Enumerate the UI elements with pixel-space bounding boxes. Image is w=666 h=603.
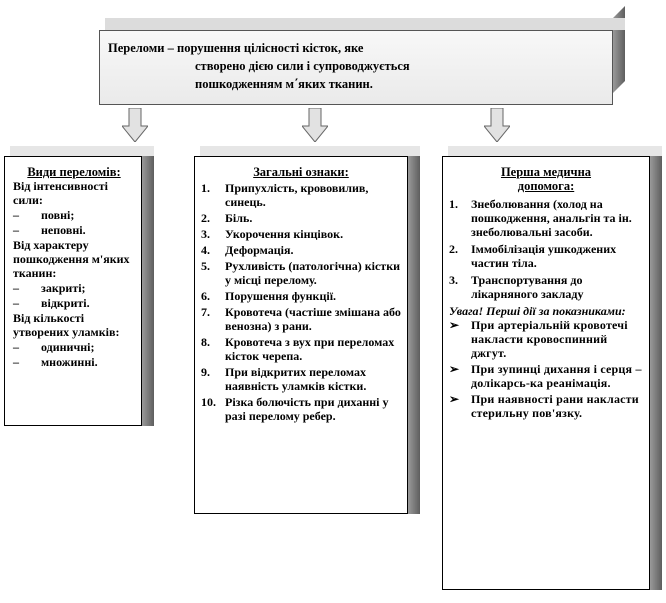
first-aid-text: Знеболювання (холод на пошкодження, анал…	[471, 197, 632, 239]
fracture-type-text: одиничні;	[41, 340, 95, 354]
first-aid-bullet-text: При наявності рани накласти стерильну по…	[471, 392, 639, 420]
item-number: 3.	[201, 227, 210, 241]
dash-bullet: –	[13, 340, 19, 354]
dash-bullet: –	[13, 296, 19, 310]
fracture-type-item: Від кількості утворених уламків:	[13, 311, 135, 339]
first-aid-item: 2. Іммобілізація ушкоджених частин тіла.	[449, 242, 643, 270]
general-sign-item: 10. Різка болючість при диханні у разі пе…	[201, 395, 401, 423]
item-number: 2.	[201, 211, 210, 225]
fracture-type-item: – одиничні;	[13, 340, 135, 354]
item-number: 5.	[201, 259, 210, 273]
first-aid-bullet-item: ➢ При зупинці дихання і серця – долікарсь…	[449, 362, 643, 390]
dash-bullet: –	[13, 208, 19, 222]
general-sign-text: Кровотеча з вух при переломах кісток чер…	[225, 335, 395, 363]
item-number: 1.	[201, 181, 210, 195]
general-sign-item: 4. Деформація.	[201, 243, 401, 257]
arrow-bullet-icon: ➢	[449, 392, 460, 406]
fracture-type-text: відкриті.	[41, 296, 90, 310]
middle-box-shadow-side	[408, 146, 420, 514]
arrow-bullet-icon: ➢	[449, 362, 460, 376]
dash-bullet: –	[13, 355, 19, 369]
top-box-shadow-top	[105, 18, 625, 30]
general-sign-text: Різка болючість при диханні у разі перел…	[225, 395, 389, 423]
fracture-types-box: Види переломів: Від інтенсивності сили:–…	[4, 156, 142, 426]
fracture-type-text: повні;	[41, 208, 75, 222]
item-number: 4.	[201, 243, 210, 257]
first-aid-item: 3. Транспортування до лікарняного закладу	[449, 273, 643, 301]
general-sign-item: 5. Рухливість (патологічна) кістки у місц…	[201, 259, 401, 287]
definition-line-1: Переломи – порушення цілісності кісток, …	[108, 39, 363, 57]
fracture-type-item: – відкриті.	[13, 296, 135, 310]
definition-text-1: – порушення цілісності кісток, яке	[164, 41, 364, 55]
fracture-type-text: множинні.	[41, 355, 98, 369]
first-aid-list: 1. Знеболювання (холод на пошкодження, ан…	[449, 197, 643, 301]
right-box-shadow-side	[650, 146, 662, 590]
item-number: 10.	[201, 395, 216, 409]
general-signs-list: 1. Припухлість, крововилив, синець. 2. Біль…	[201, 181, 401, 423]
item-number: 2.	[449, 242, 458, 256]
item-number: 3.	[449, 273, 458, 287]
first-aid-bullets: ➢ При артеріальній кровотечі накласти кро…	[449, 318, 643, 420]
first-aid-bullet-text: При артеріальній кровотечі накласти кров…	[471, 318, 628, 360]
general-sign-text: Укорочення кінцівок.	[225, 227, 344, 241]
first-aid-item: 1. Знеболювання (холод на пошкодження, ан…	[449, 197, 643, 239]
arrow-down-icon-right	[484, 108, 510, 142]
general-sign-text: Рухливість (патологічна) кістки у місці …	[225, 259, 401, 287]
left-box-shadow-side	[142, 146, 154, 426]
general-signs-title: Загальні ознаки:	[253, 165, 349, 179]
first-aid-bullet-text: При зупинці дихання і серця – долікарсь-…	[471, 362, 642, 390]
fracture-type-item: – закриті;	[13, 281, 135, 295]
general-sign-text: Деформація.	[225, 243, 294, 257]
general-sign-item: 2. Біль.	[201, 211, 401, 225]
arrow-bullet-icon: ➢	[449, 318, 460, 332]
general-sign-item: 9. При відкритих переломах наявність улам…	[201, 365, 401, 393]
fracture-type-category: Від інтенсивності сили:	[13, 179, 108, 207]
middle-box-shadow-top	[200, 146, 420, 156]
fracture-types-title: Види переломів:	[27, 165, 121, 179]
fracture-types-list: Від інтенсивності сили:–повні;–неповні.В…	[13, 179, 135, 369]
left-box-shadow-top	[10, 146, 154, 156]
fracture-definition-box: Переломи – порушення цілісності кісток, …	[99, 30, 613, 105]
fracture-type-category: Від характеру пошкодження м'яких тканин:	[13, 238, 130, 280]
fracture-type-item: – повні;	[13, 208, 135, 222]
general-sign-item: 7. Кровотеча (частіше змішана або венозна…	[201, 305, 401, 333]
fracture-type-item: – неповні.	[13, 223, 135, 237]
general-sign-text: Кровотеча (частіше змішана або венозна) …	[225, 305, 401, 333]
general-sign-item: 3. Укорочення кінцівок.	[201, 227, 401, 241]
definition-line-3: пошкодженням м΄яких тканин.	[195, 77, 373, 91]
item-number: 6.	[201, 289, 210, 303]
general-sign-text: Порушення функції.	[225, 289, 337, 303]
first-aid-text: Іммобілізація ушкоджених частин тіла.	[471, 242, 617, 270]
first-aid-box: Перша медична допомога: 1. Знеболювання (…	[442, 156, 650, 590]
general-signs-box: Загальні ознаки: 1. Припухлість, крововил…	[194, 156, 408, 514]
fracture-type-text: закриті;	[41, 281, 86, 295]
definition-term: Переломи	[108, 41, 165, 55]
item-number: 8.	[201, 335, 210, 349]
fracture-type-item: Від інтенсивності сили:	[13, 179, 135, 207]
fracture-type-text: неповні.	[41, 223, 86, 237]
arrow-down-icon-left	[122, 108, 148, 142]
dash-bullet: –	[13, 223, 19, 237]
item-number: 7.	[201, 305, 210, 319]
definition-line-2: створено дією сили і супроводжується	[195, 59, 410, 73]
general-sign-item: 8. Кровотеча з вух при переломах кісток ч…	[201, 335, 401, 363]
first-aid-title: Перша медична допомога:	[500, 165, 592, 193]
general-sign-text: При відкритих переломах наявність уламкі…	[225, 365, 367, 393]
general-sign-item: 6. Порушення функції.	[201, 289, 401, 303]
general-sign-text: Біль.	[225, 211, 253, 225]
right-box-shadow-top	[448, 146, 662, 156]
first-aid-bullet-item: ➢ При артеріальній кровотечі накласти кро…	[449, 318, 643, 360]
item-number: 1.	[449, 197, 458, 211]
fracture-type-item: Від характеру пошкодження м'яких тканин:	[13, 238, 135, 280]
first-aid-text: Транспортування до лікарняного закладу	[471, 273, 584, 301]
general-sign-text: Припухлість, крововилив, синець.	[225, 181, 369, 209]
arrow-down-icon-middle	[302, 108, 328, 142]
fracture-type-category: Від кількості утворених уламків:	[13, 311, 120, 339]
first-aid-warning: Увага! Перші дії за показниками:	[449, 304, 626, 318]
dash-bullet: –	[13, 281, 19, 295]
fracture-type-item: – множинні.	[13, 355, 135, 369]
general-sign-item: 1. Припухлість, крововилив, синець.	[201, 181, 401, 209]
item-number: 9.	[201, 365, 210, 379]
first-aid-bullet-item: ➢ При наявності рани накласти стерильну п…	[449, 392, 643, 420]
